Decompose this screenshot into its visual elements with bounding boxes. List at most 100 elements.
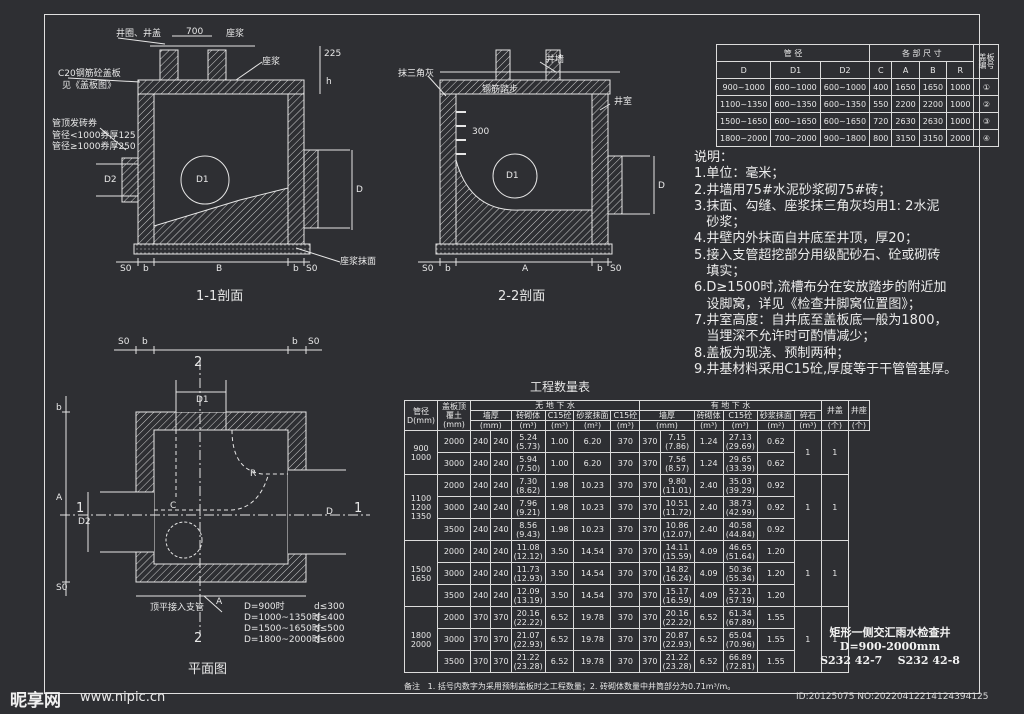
qty-cell: 370: [469, 606, 492, 629]
qty-base-cell: 1: [820, 430, 849, 475]
qty-cell: 7.96 (9.21): [510, 496, 546, 519]
sizes-cell: 2630: [891, 112, 920, 130]
sizes-cell: 400: [869, 78, 893, 96]
sizes-cell: 1500~1650: [715, 112, 772, 130]
qty-cell: 3.50: [544, 562, 575, 585]
qty-cell: 240: [490, 430, 512, 453]
qty-u-m2: (m²): [573, 420, 612, 431]
sizes-cell: 1650: [891, 78, 920, 96]
label-pipe-cover: 管顶发砖券: [52, 119, 98, 129]
dim-b-22: b: [445, 264, 451, 274]
dim-b: b: [143, 264, 149, 274]
qty-h-gravel: 碎石: [793, 410, 822, 421]
note-item: 1.单位：毫米；: [694, 166, 785, 182]
note-item: 8.盖板为现浇、预制两种；: [694, 345, 850, 361]
sizes-cell: ④: [973, 129, 1000, 147]
qty-cell: 2000: [437, 606, 471, 629]
sizes-group-pipe: 管 径: [715, 44, 871, 62]
title-code-2: S232 42-8: [897, 654, 960, 667]
qty-cell: 370: [639, 496, 661, 519]
qty-cell: 370: [469, 650, 492, 673]
sizes-cell: 2630: [918, 112, 948, 130]
title-codes: S232 42-7 S232 42-8: [800, 654, 980, 668]
sizes-cell: 1000: [946, 112, 975, 130]
qty-cell: 9.80 (11.01): [659, 474, 695, 497]
qty-h-c15: C15砼: [544, 410, 575, 421]
qty-base-cell: 1: [820, 540, 849, 607]
sizes-table: 管 径 各 部 尺 寸 盖板编号 D D1 D2 C A B R 900~100…: [715, 44, 1000, 147]
qty-cell: 29.65 (33.39): [722, 452, 758, 475]
qty-cell: 240: [469, 474, 492, 497]
qty-cell: 66.89 (72.81): [722, 650, 758, 673]
qty-cell: 11.08 (12.12): [510, 540, 546, 563]
dim-300: 300: [472, 127, 490, 137]
qty-cell: 1.20: [756, 584, 795, 607]
qty-cell: 19.78: [573, 606, 612, 629]
qty-u-mm2: (mm): [639, 420, 695, 431]
note-item: 5.接入支管超挖部分用级配砂石、砼或砌砖: [694, 247, 941, 263]
qty-cell: 1.20: [756, 540, 795, 563]
qty-cell: 2000: [437, 474, 471, 497]
label-plaster-2: 座浆: [262, 57, 281, 67]
plan-b3: b: [56, 403, 62, 413]
sizes-col: C: [869, 61, 893, 79]
qty-cell: 1.55: [756, 606, 795, 629]
dim-B: B: [216, 264, 223, 274]
qty-cell: 1.55: [756, 650, 795, 673]
qty-cell: 370: [639, 650, 661, 673]
qty-cell: 3500: [437, 518, 471, 541]
note-item: 7.井室高度：自井底至盖板底一般为1800，: [694, 312, 948, 328]
quantity-table-title: 工程数量表: [530, 380, 591, 394]
qty-cell: 370: [610, 606, 641, 629]
sizes-col: A: [891, 61, 920, 79]
qty-cell: 3.50: [544, 584, 575, 607]
qty-cell: 240: [469, 562, 492, 585]
qty-cell: 6.52: [544, 628, 575, 651]
qty-base-cell: 1: [820, 606, 849, 673]
sizes-cell: 600~1000: [770, 78, 821, 96]
dim-b-right: b: [293, 264, 299, 274]
qty-cell: 370: [639, 606, 661, 629]
note-item: 9.井基材料采用C15砼,厚度等于干管管基厚。: [694, 361, 958, 377]
qty-base-cell: 1: [820, 474, 849, 541]
dim-top-width: 700: [186, 27, 204, 37]
watermark-brand: 昵享网: [10, 691, 61, 711]
plan-rule-4a: D=1800~2000时: [244, 635, 321, 645]
qty-cell: 240: [469, 496, 492, 519]
plan-dim-s0: S0: [118, 337, 130, 347]
qty-cell: 3.50: [544, 540, 575, 563]
qty-cell: 7.30 (8.62): [510, 474, 546, 497]
qty-cell: 20.16 (22.22): [659, 606, 695, 629]
qty-cell: 240: [469, 430, 492, 453]
qty-cell: 1.00: [544, 430, 575, 453]
plan-rule-1a: D=900时: [244, 602, 285, 612]
qty-cell: 8.56 (9.43): [510, 518, 546, 541]
sizes-cell: 720: [869, 112, 893, 130]
qty-u-each: (个): [820, 420, 849, 431]
qty-cell: 6.52: [693, 628, 724, 651]
sizes-cell: 3150: [891, 129, 920, 147]
sizes-cell: 550: [869, 95, 893, 113]
section-1-1-title: 1-1剖面: [196, 289, 244, 304]
plan-join: 顶平接入支管: [150, 603, 205, 613]
sizes-cell: 1650: [918, 78, 948, 96]
qty-cell: 240: [490, 496, 512, 519]
sheet-border: [44, 14, 980, 694]
watermark-id: ID:20125075 NO:20220412214124394125: [796, 692, 989, 702]
qty-cell: 370: [610, 496, 641, 519]
qty-cell: 1.98: [544, 474, 575, 497]
qty-cell: 11.73 (12.93): [510, 562, 546, 585]
sizes-group-dims: 各 部 尺 寸: [869, 44, 975, 62]
qty-cell: 240: [469, 452, 492, 475]
label-d-22: D: [658, 181, 665, 191]
sizes-cell: 1100~1350: [715, 95, 772, 113]
qty-cell: 4.09: [693, 562, 724, 585]
qty-h-cover: 盖板顶覆土(mm): [437, 400, 471, 431]
